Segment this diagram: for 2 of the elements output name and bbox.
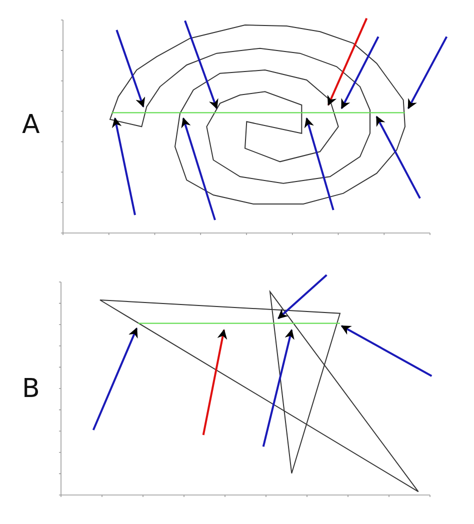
panel-label: A	[22, 112, 40, 138]
panel-label: B	[22, 376, 40, 402]
